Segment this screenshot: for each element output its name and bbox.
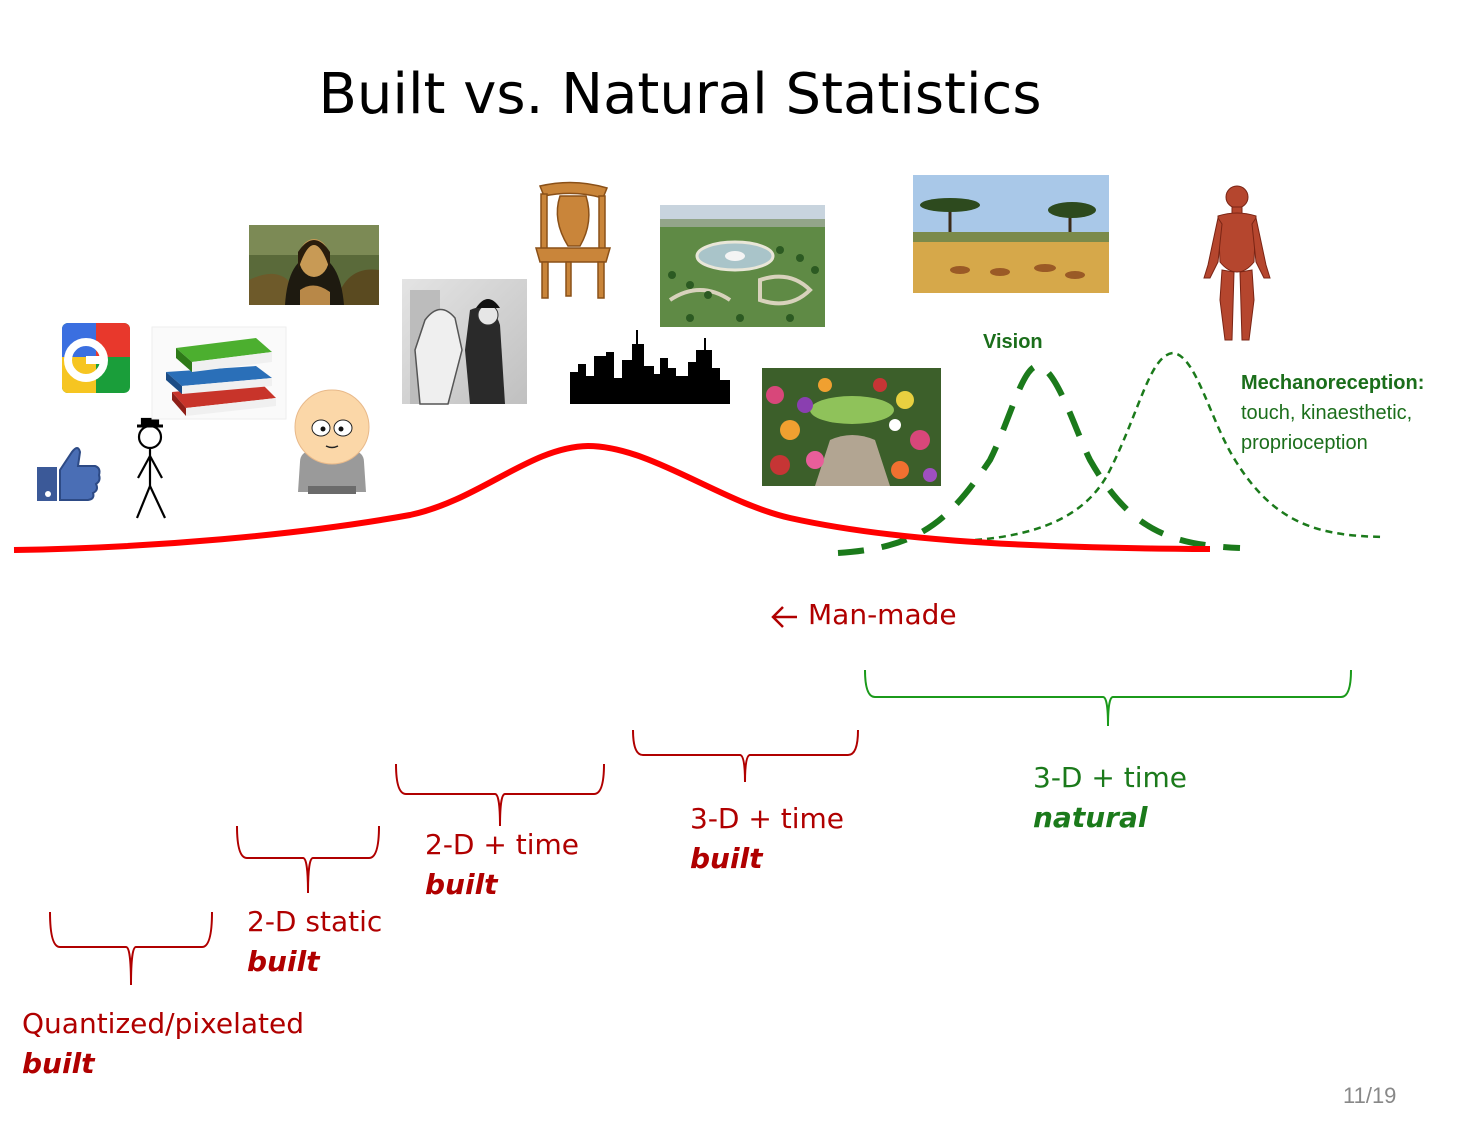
category-quantized-type: built [22, 1047, 95, 1080]
mechanoreception-heading: Mechanoreception: [1241, 372, 1425, 394]
man-made-text: Man-made [808, 598, 957, 631]
man-made-distribution-curve [13, 442, 1211, 553]
formal-garden [660, 205, 825, 327]
stick-figure [135, 417, 166, 519]
page-number: 11/19 [1343, 1083, 1397, 1108]
savanna-photo [913, 175, 1109, 293]
category-3d-natural-type: natural [1033, 801, 1148, 834]
brace-2d-static [236, 825, 380, 894]
human-anatomy-figure [1203, 185, 1271, 341]
mechanoreception-label: Mechanoreception: touch, kinaesthetic, p… [1241, 368, 1424, 458]
category-quantized-title: Quantized/pixelated [22, 1007, 304, 1040]
brace-2d-time [395, 763, 605, 827]
category-2d-static-type: built [247, 945, 320, 978]
category-2d-static: 2-D static built [247, 902, 382, 982]
mona-lisa-painting [249, 225, 379, 305]
thumbs-up-icon [37, 447, 101, 501]
category-3d-natural: 3-D + time natural [1033, 758, 1187, 838]
google-icon [62, 323, 130, 393]
brace-3d-built [632, 729, 859, 783]
category-3d-natural-title: 3-D + time [1033, 761, 1187, 794]
man-made-label: Man-made [770, 598, 957, 631]
cartoon-character [294, 389, 370, 494]
page-title: Built vs. Natural Statistics [318, 62, 1042, 127]
brace-quantized [49, 911, 213, 986]
mechanoreception-line1: touch, kinaesthetic, [1241, 402, 1413, 424]
category-2d-time: 2-D + time built [425, 825, 579, 905]
city-skyline [570, 330, 730, 404]
category-2d-time-type: built [425, 868, 498, 901]
category-2d-static-title: 2-D static [247, 905, 383, 938]
mechanoreception-line2: proprioception [1241, 432, 1368, 454]
left-arrow-icon [771, 606, 797, 628]
category-2d-time-title: 2-D + time [425, 828, 579, 861]
brace-3d-natural [864, 669, 1352, 727]
flower-garden [762, 368, 941, 486]
animated-film-still [402, 279, 527, 405]
chair [535, 181, 611, 299]
books-icon [151, 326, 287, 420]
category-quantized: Quantized/pixelated built [22, 1004, 304, 1084]
vision-label: Vision [983, 331, 1043, 353]
category-3d-built: 3-D + time built [690, 799, 844, 879]
category-3d-built-type: built [690, 842, 763, 875]
category-3d-built-title: 3-D + time [690, 802, 844, 835]
